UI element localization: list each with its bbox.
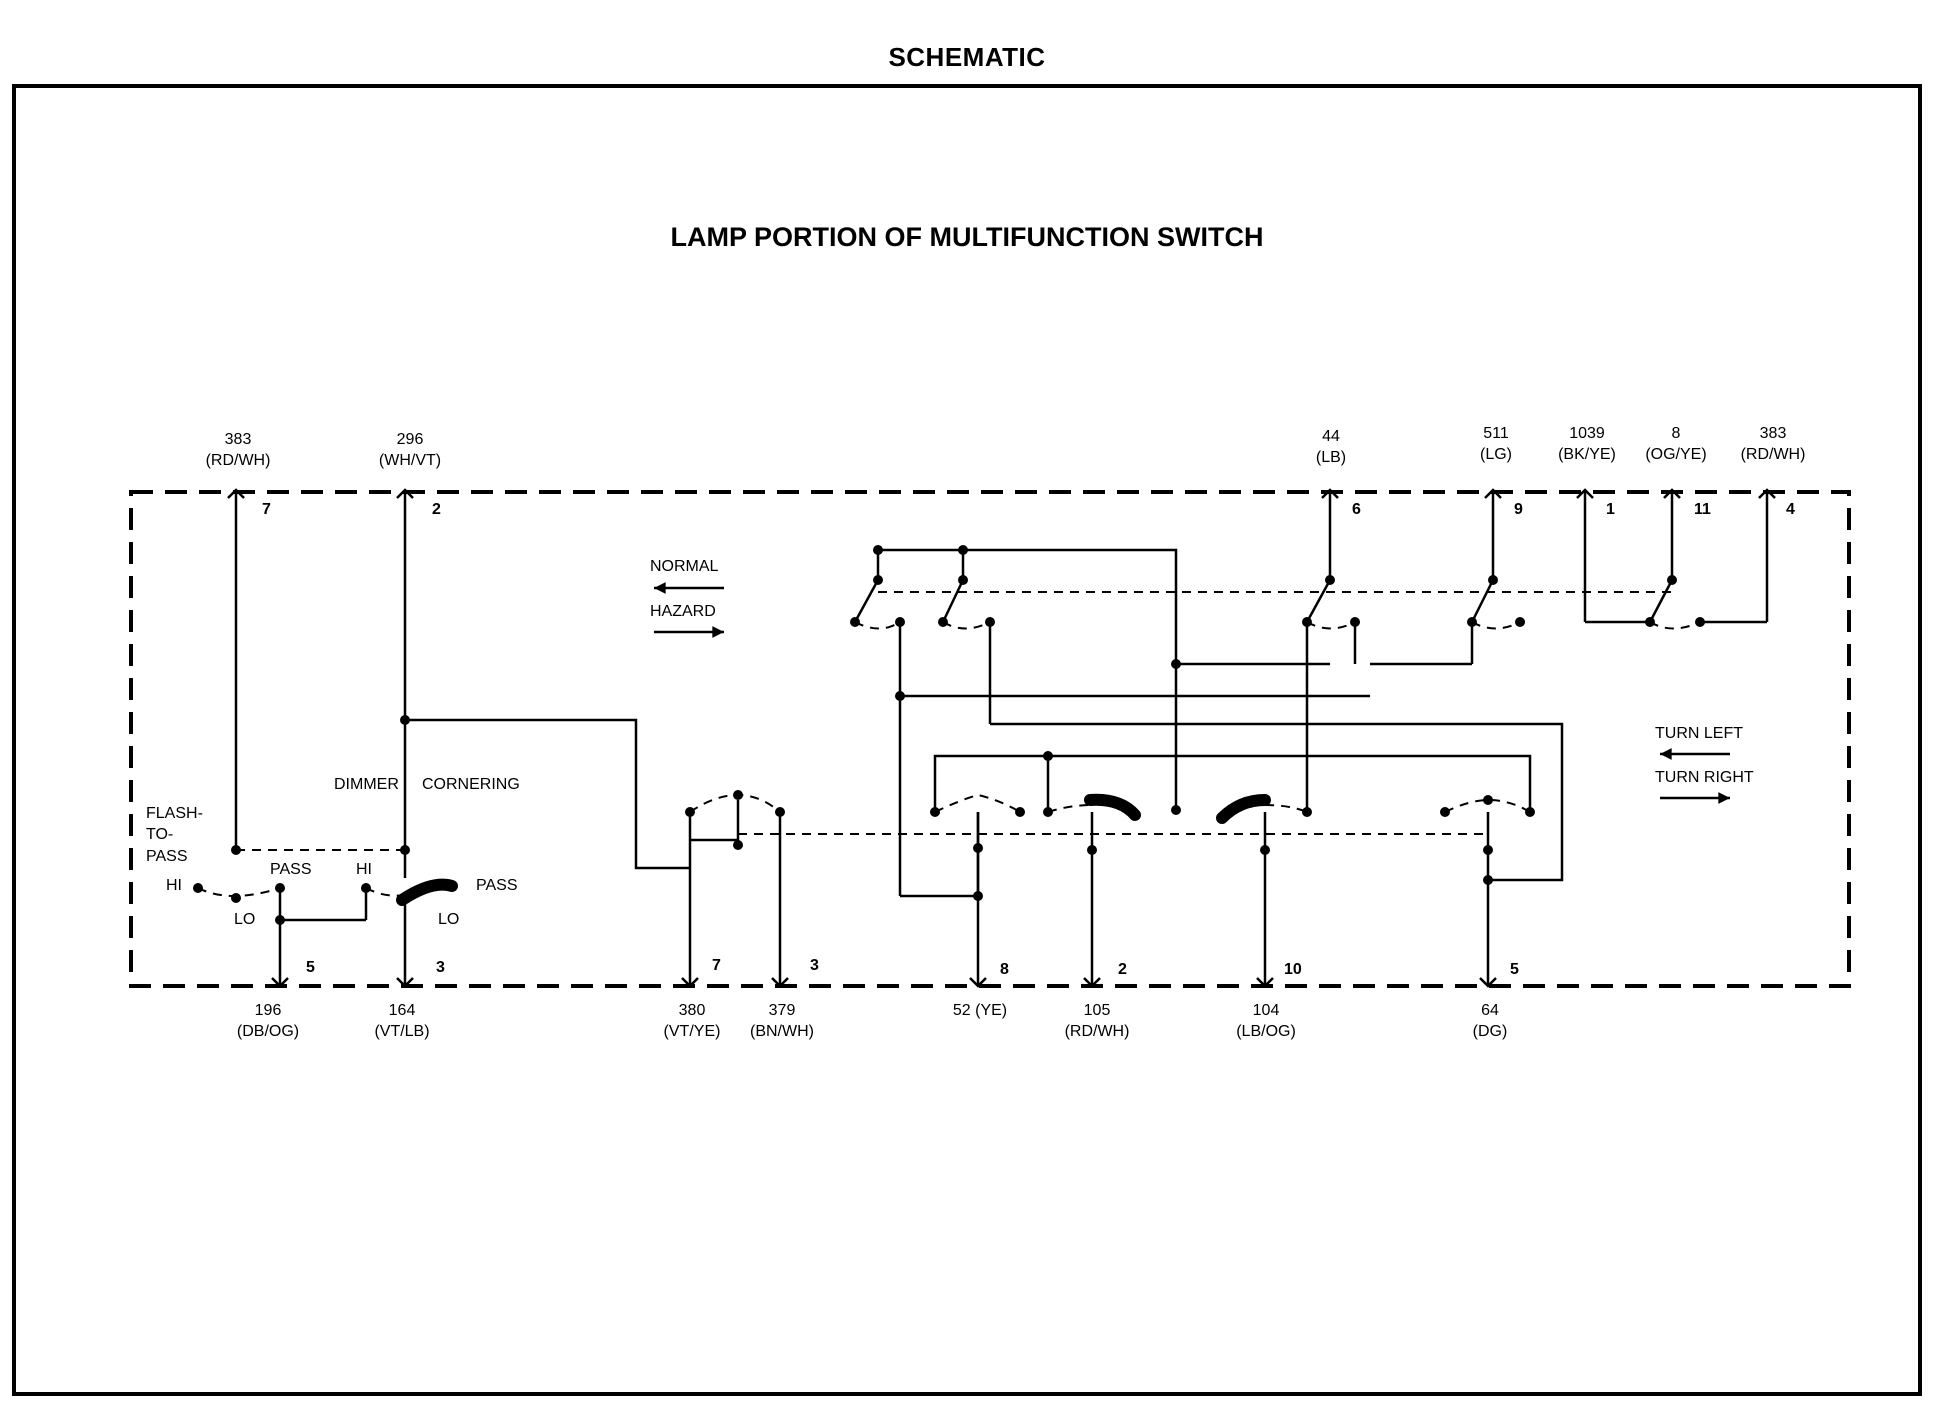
bottom-circuit-105: 105 xyxy=(1084,1002,1111,1019)
turn-signal-section xyxy=(738,751,1535,988)
label-pass-right: PASS xyxy=(476,877,518,894)
bottom-connectors: 5 196 (DB/OG) 3 164 (VT/LB) 7 380 (VT/YE… xyxy=(237,957,1519,1040)
top-pin-11: 11 xyxy=(1694,501,1711,518)
bottom-pin-5-a: 5 xyxy=(306,959,315,976)
cornering-section xyxy=(405,718,789,988)
top-pin-4: 4 xyxy=(1786,501,1795,518)
hazard-section xyxy=(850,488,1675,898)
top-pin-2: 2 xyxy=(432,501,441,518)
top-circuit-44: 44 xyxy=(1322,428,1340,445)
bottom-pin-3-a: 3 xyxy=(436,959,445,976)
label-flash-line2: TO- xyxy=(146,826,173,843)
bottom-circuit-164: 164 xyxy=(389,1002,416,1019)
top-pin-1: 1 xyxy=(1606,501,1615,518)
flasher-section xyxy=(1576,488,1776,630)
label-lo-left: LO xyxy=(234,911,255,928)
label-flash-line1: FLASH- xyxy=(146,805,203,822)
label-turn-right: TURN RIGHT xyxy=(1655,769,1754,786)
top-color-1039: (BK/YE) xyxy=(1558,446,1616,463)
label-normal: NORMAL xyxy=(650,558,719,575)
bottom-circuit-379: 379 xyxy=(769,1002,796,1019)
top-color-44: (LB) xyxy=(1316,449,1346,466)
bottom-pin-8: 8 xyxy=(1000,961,1009,978)
top-circuit-383-b: 383 xyxy=(1760,425,1787,442)
bottom-color-64: (DG) xyxy=(1473,1023,1508,1040)
bottom-pin-7: 7 xyxy=(712,957,721,974)
label-lo-right: LO xyxy=(438,911,459,928)
top-connectors: 383 (RD/WH) 7 296 (WH/VT) 2 44 (LB) 6 51… xyxy=(206,425,1806,518)
bottom-color-164: (VT/LB) xyxy=(374,1023,429,1040)
bottom-color-105: (RD/WH) xyxy=(1065,1023,1130,1040)
bottom-color-196: (DB/OG) xyxy=(237,1023,299,1040)
bottom-circuit-64: 64 xyxy=(1481,1002,1499,1019)
top-color-383-b: (RD/WH) xyxy=(1741,446,1806,463)
bottom-pin-5-b: 5 xyxy=(1510,961,1519,978)
page-title: SCHEMATIC xyxy=(888,42,1046,72)
bottom-circuit-196: 196 xyxy=(255,1002,282,1019)
diagram-title: LAMP PORTION OF MULTIFUNCTION SWITCH xyxy=(671,222,1264,252)
top-color-8: (OG/YE) xyxy=(1645,446,1706,463)
top-circuit-511: 511 xyxy=(1483,425,1509,442)
top-pin-6: 6 xyxy=(1352,501,1361,518)
switch-housing-boundary xyxy=(129,490,1851,988)
top-color-511: (LG) xyxy=(1480,446,1512,463)
top-circuit-8: 8 xyxy=(1672,425,1681,442)
top-circuit-1039: 1039 xyxy=(1569,425,1605,442)
label-flash-line3: PASS xyxy=(146,848,188,865)
top-pin-7: 7 xyxy=(262,501,271,518)
top-circuit-296: 296 xyxy=(397,431,424,448)
label-hi-left: HI xyxy=(166,877,182,894)
top-circuit-383-a: 383 xyxy=(225,431,252,448)
bottom-color-379: (BN/WH) xyxy=(750,1023,814,1040)
top-pin-9: 9 xyxy=(1514,501,1523,518)
bottom-color-380: (VT/YE) xyxy=(664,1023,721,1040)
label-hi-right: HI xyxy=(356,861,372,878)
bottom-color-104: (LB/OG) xyxy=(1236,1023,1296,1040)
top-color-383-a: (RD/WH) xyxy=(206,452,271,469)
outer-frame xyxy=(12,84,1922,1396)
bottom-pin-3-b: 3 xyxy=(810,957,819,974)
bottom-pin-10: 10 xyxy=(1284,961,1302,978)
label-dimmer: DIMMER xyxy=(334,776,399,793)
label-pass-left: PASS xyxy=(270,861,312,878)
bottom-pin-2: 2 xyxy=(1118,961,1127,978)
bottom-circuit-380: 380 xyxy=(679,1002,706,1019)
dimmer-section xyxy=(193,488,458,988)
label-cornering: CORNERING xyxy=(422,776,520,793)
label-turn-left: TURN LEFT xyxy=(1655,725,1743,742)
label-hazard: HAZARD xyxy=(650,603,716,620)
bottom-circuit-52: 52 (YE) xyxy=(953,1002,1007,1019)
bottom-circuit-104: 104 xyxy=(1253,1002,1280,1019)
top-color-296: (WH/VT) xyxy=(379,452,441,469)
